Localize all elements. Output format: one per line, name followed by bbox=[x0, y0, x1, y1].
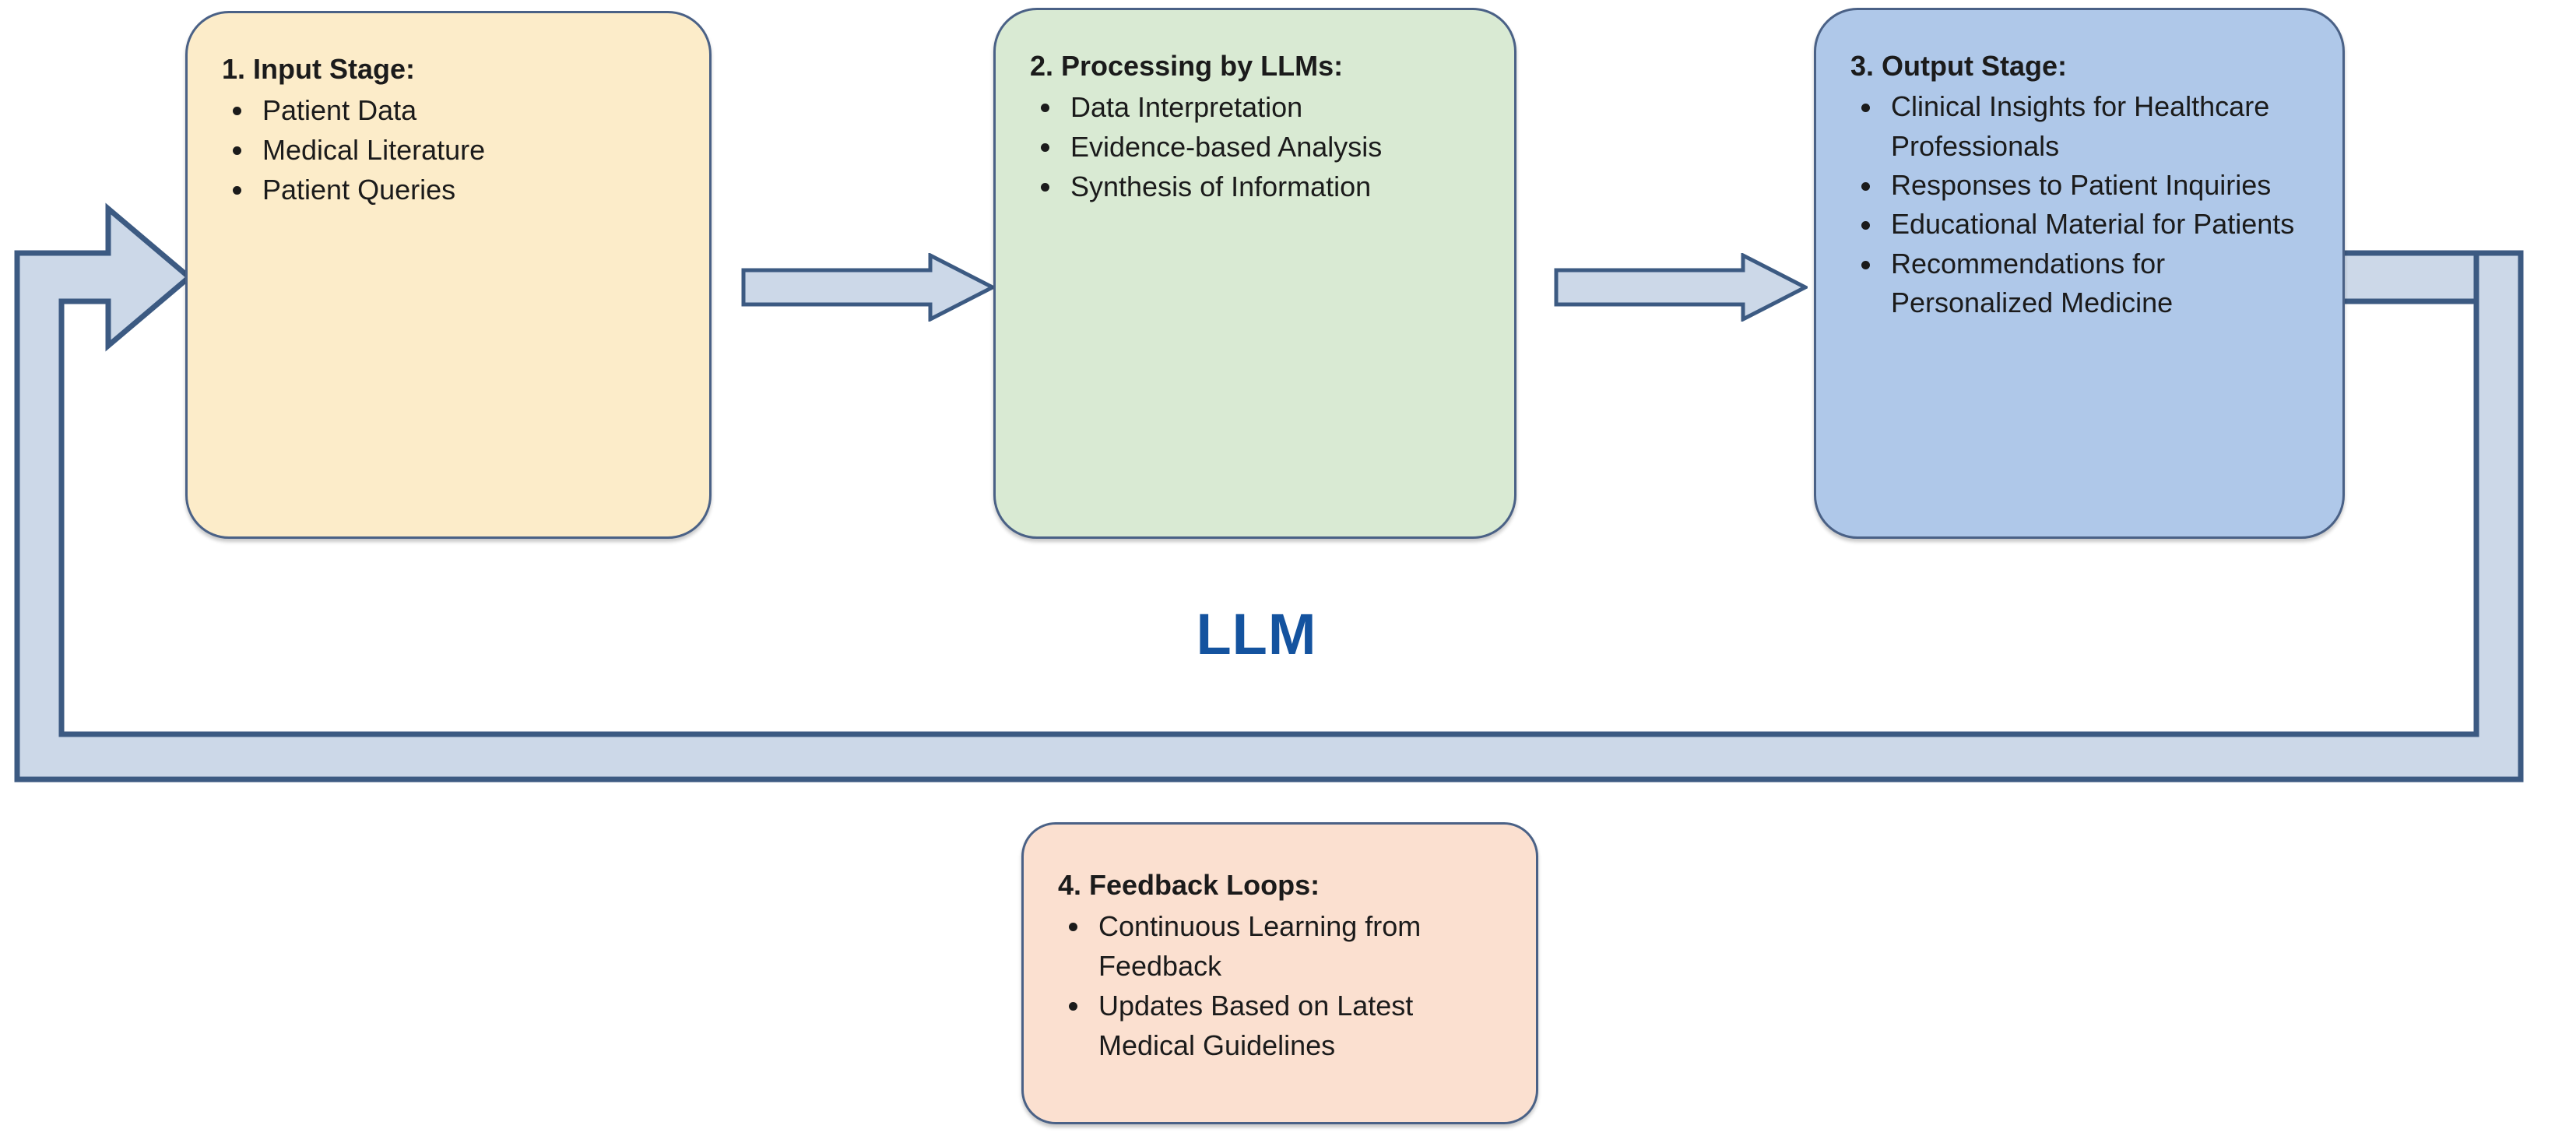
bullet-icon bbox=[233, 146, 241, 156]
node-output-stage[interactable]: 3. Output Stage: Clinical Insights for H… bbox=[1814, 8, 2345, 539]
list-item-label: Responses to Patient Inquiries bbox=[1891, 168, 2272, 201]
list-item-label: Medical Literature bbox=[262, 134, 486, 167]
bullet-icon bbox=[1861, 181, 1870, 191]
node-input-title: 1. Input Stage: bbox=[222, 53, 416, 85]
bullet-icon bbox=[233, 106, 241, 115]
node-processing-title: 2. Processing by LLMs: bbox=[1030, 50, 1344, 82]
list-item: Updates Based on Latest Medical Guidelin… bbox=[1058, 986, 1509, 1065]
list-item: Medical Literature bbox=[222, 130, 678, 170]
llm-label: LLM bbox=[1196, 602, 1317, 666]
node-output-title: 3. Output Stage: bbox=[1850, 50, 2067, 82]
list-item: Synthesis of Information bbox=[1030, 167, 1483, 206]
list-item-label: Updates Based on Latest Medical Guidelin… bbox=[1098, 990, 1414, 1062]
node-feedback-loops[interactable]: 4. Feedback Loops: Continuous Learning f… bbox=[1021, 822, 1538, 1124]
bullet-icon bbox=[1069, 922, 1077, 931]
bullet-icon bbox=[1069, 1002, 1077, 1011]
list-item-label: Patient Queries bbox=[262, 174, 456, 206]
list-item: Data Interpretation bbox=[1030, 87, 1483, 127]
list-item: Clinical Insights for Healthcare Profess… bbox=[1850, 87, 2311, 166]
node-feedback-list: Continuous Learning from Feedback Update… bbox=[1058, 906, 1509, 1065]
node-processing-stage[interactable]: 2. Processing by LLMs: Data Interpretati… bbox=[993, 8, 1516, 539]
list-item: Continuous Learning from Feedback bbox=[1058, 906, 1509, 986]
list-item: Recommendations for Personalized Medicin… bbox=[1850, 244, 2311, 323]
list-item-label: Synthesis of Information bbox=[1070, 171, 1372, 203]
node-processing-list: Data Interpretation Evidence-based Analy… bbox=[1030, 87, 1483, 206]
list-item-label: Patient Data bbox=[262, 94, 417, 127]
list-item: Patient Queries bbox=[222, 170, 678, 209]
list-item-label: Recommendations for Personalized Medicin… bbox=[1891, 247, 2174, 319]
list-item: Patient Data bbox=[222, 90, 678, 130]
node-feedback-title: 4. Feedback Loops: bbox=[1058, 869, 1320, 901]
bullet-icon bbox=[1041, 103, 1049, 112]
arrow-processing-to-output-icon bbox=[1554, 253, 1808, 322]
list-item-label: Evidence-based Analysis bbox=[1070, 131, 1383, 164]
bullet-icon bbox=[1861, 221, 1870, 230]
node-input-stage[interactable]: 1. Input Stage: Patient Data Medical Lit… bbox=[185, 11, 712, 539]
bullet-icon bbox=[1041, 143, 1049, 153]
arrow-input-to-processing-icon bbox=[741, 253, 995, 322]
bullet-icon bbox=[1861, 103, 1870, 112]
list-item-label: Educational Material for Patients bbox=[1891, 208, 2295, 241]
bullet-icon bbox=[233, 186, 241, 195]
node-output-list: Clinical Insights for Healthcare Profess… bbox=[1850, 87, 2311, 322]
bullet-icon bbox=[1041, 183, 1049, 192]
node-input-list: Patient Data Medical Literature Patient … bbox=[222, 90, 678, 209]
list-item: Responses to Patient Inquiries bbox=[1850, 166, 2311, 205]
list-item: Educational Material for Patients bbox=[1850, 205, 2311, 244]
bullet-icon bbox=[1861, 260, 1870, 269]
list-item-label: Data Interpretation bbox=[1070, 91, 1303, 124]
list-item: Evidence-based Analysis bbox=[1030, 127, 1483, 167]
list-item-label: Continuous Learning from Feedback bbox=[1098, 910, 1422, 983]
list-item-label: Clinical Insights for Healthcare Profess… bbox=[1891, 90, 2270, 162]
